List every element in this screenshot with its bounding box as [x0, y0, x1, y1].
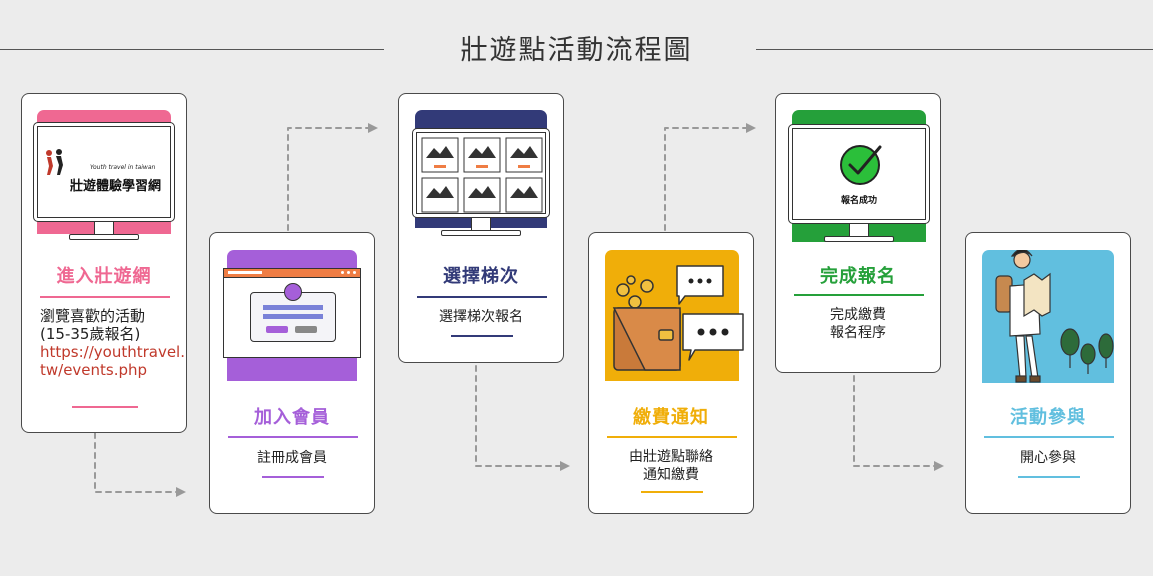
step-card-2: 加入會員 註冊成會員 [209, 232, 375, 514]
step-card-1: Youth travel in taiwan 壯遊體驗學習網 進入壯遊網 瀏覽喜… [21, 93, 187, 433]
arrow-2-to-3 [287, 123, 378, 231]
step-2-description: 註冊成會員 [257, 450, 327, 466]
step-3-title: 選擇梯次 [443, 266, 519, 287]
step-6-title: 活動參與 [1010, 407, 1086, 428]
step-card-4: 繳費通知 由壯遊點聯絡 通知繳費 [588, 232, 754, 514]
step-1-desc-line2: (15-35歲報名) [40, 325, 141, 343]
step-1-title: 進入壯遊網 [56, 266, 152, 287]
step-4-desc-line2: 通知繳費 [643, 467, 699, 483]
step-card-5: 報名成功 完成報名 完成繳費 報名程序 [775, 93, 941, 373]
step-5-description: 完成繳費 報名程序 [776, 306, 940, 342]
step-4-title: 繳費通知 [633, 407, 709, 428]
traveler-with-map-icon [982, 250, 1114, 383]
step-5-desc-line2: 報名程序 [830, 325, 886, 341]
arrow-4-to-5 [664, 123, 756, 231]
step-2-title: 加入會員 [254, 407, 330, 428]
arrow-3-to-4 [475, 365, 570, 471]
website-logo-monitor-icon: Youth travel in taiwan 壯遊體驗學習網 [33, 110, 175, 240]
screen-success-text: 報名成功 [840, 196, 877, 206]
step-1-description: 瀏覽喜歡的活動 (15-35歲報名) https://youthtravel.t… [40, 307, 190, 379]
step-1-url-link[interactable]: https://youthtravel.tw/events.php [40, 343, 185, 379]
logo-name: 壯遊體驗學習網 [70, 179, 162, 194]
arrow-5-to-6 [853, 375, 944, 471]
logo-tagline: Youth travel in taiwan [90, 164, 156, 171]
step-5-title: 完成報名 [820, 266, 896, 287]
title-line-right [756, 49, 1153, 50]
title-line-left [0, 49, 384, 50]
step-6-description: 開心參與 [1020, 450, 1076, 466]
image-grid-icon [421, 137, 543, 213]
step-card-6: 活動參與 開心參與 [965, 232, 1131, 514]
step-4-description: 由壯遊點聯絡 通知繳費 [589, 448, 753, 484]
check-circle-icon [840, 145, 882, 185]
step-3-description: 選擇梯次報名 [439, 309, 523, 325]
step-1-desc-line1: 瀏覽喜歡的活動 [40, 307, 146, 325]
arrow-1-to-2 [94, 432, 186, 497]
step-4-desc-line1: 由壯遊點聯絡 [629, 449, 713, 465]
step-card-3: 選擇梯次 選擇梯次報名 [398, 93, 564, 363]
page-title: 壯遊點活動流程圖 [460, 35, 693, 66]
site-logo-figures-icon [46, 149, 63, 175]
wallet-coins-chat-icon [605, 250, 744, 381]
step-5-desc-line1: 完成繳費 [830, 307, 886, 323]
registration-form-browser-icon [223, 250, 361, 381]
check-circle-monitor-icon: 報名成功 [788, 110, 930, 242]
image-grid-monitor-icon [412, 110, 550, 240]
